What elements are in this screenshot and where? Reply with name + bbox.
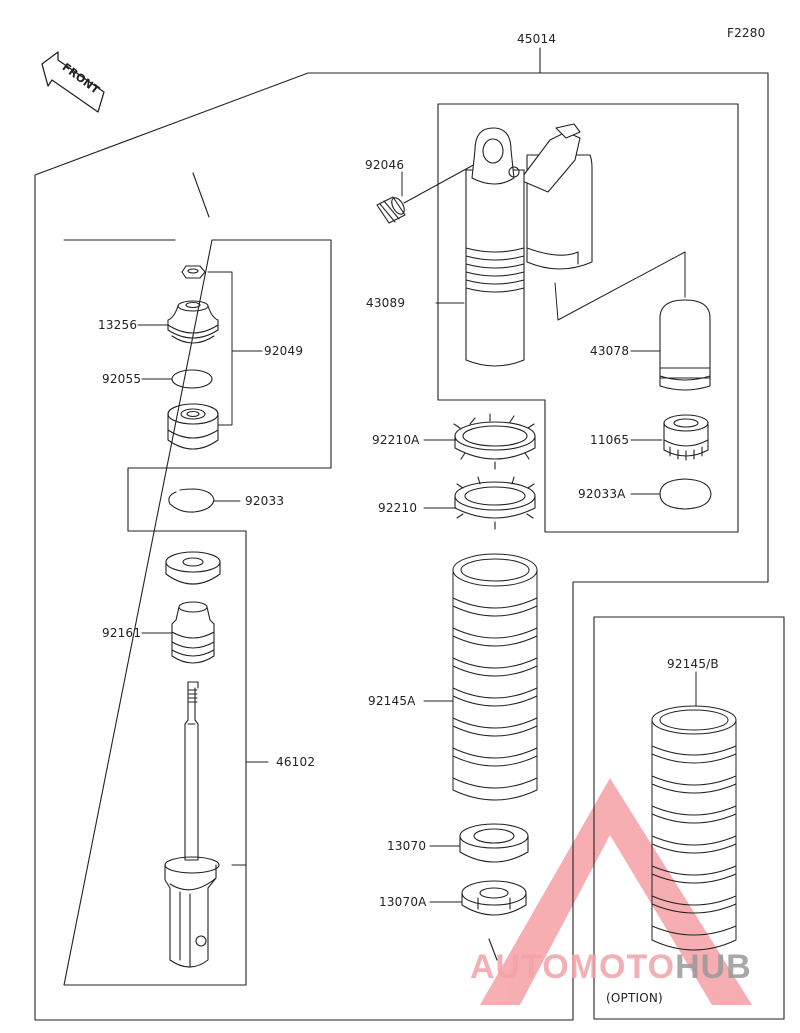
watermark-logo-icon <box>480 778 752 1005</box>
label-13070A: 13070A <box>379 895 427 909</box>
part-11065-cap <box>663 414 709 461</box>
label-43078: 43078 <box>590 344 630 358</box>
part-92210-nut <box>454 476 536 530</box>
label-92145B: 92145/B <box>667 657 719 671</box>
part-92145B-spring <box>651 705 737 951</box>
watermark-brand-part1: AUTOMOTO <box>470 948 676 986</box>
label-13256: 13256 <box>98 318 138 332</box>
label-92046: 92046 <box>365 158 405 172</box>
label-11065: 11065 <box>590 433 630 447</box>
label-13070: 13070 <box>387 839 427 853</box>
label-45014: 45014 <box>517 32 557 46</box>
part-92055-oring <box>171 369 213 389</box>
label-92210: 92210 <box>378 501 418 515</box>
part-92161-bumpstop <box>171 601 215 664</box>
label-92161: 92161 <box>102 626 142 640</box>
part-13256-housing <box>167 300 219 344</box>
label-46102: 46102 <box>276 755 316 769</box>
label-92055: 92055 <box>102 372 142 386</box>
label-92033A: 92033A <box>578 487 626 501</box>
part-92145A-spring <box>452 553 538 801</box>
part-13070A-seat <box>461 880 527 916</box>
part-43078-bladder <box>659 299 711 391</box>
label-43089: 43089 <box>366 296 406 310</box>
diagram-code: F2280 <box>727 26 766 40</box>
part-92210A-nut <box>453 413 536 470</box>
part-92046-bushing <box>376 196 406 224</box>
outer-frame <box>34 72 769 1021</box>
part-43089-shock-body <box>465 123 593 367</box>
leader-lines <box>137 171 697 903</box>
front-arrow-icon <box>41 51 105 113</box>
body-frame <box>437 103 739 533</box>
label-92049: 92049 <box>264 344 304 358</box>
part-nut-top <box>181 265 206 279</box>
label-92145A: 92145A <box>368 694 416 708</box>
watermark-text: AUTOMOTOHUB <box>470 948 752 987</box>
part-46102-rod <box>164 681 220 968</box>
part-92033A-circlip <box>659 478 712 510</box>
label-92210A: 92210A <box>372 433 420 447</box>
watermark-brand-part2: HUB <box>675 948 752 986</box>
option-frame <box>593 616 785 1020</box>
label-92033: 92033 <box>245 494 285 508</box>
part-13070-seat <box>459 823 529 863</box>
left-frame <box>63 239 332 986</box>
part-rod-seat <box>165 551 221 585</box>
part-seal-lower <box>167 403 219 450</box>
option-label: (OPTION) <box>606 991 663 1005</box>
part-92033-circlip <box>168 488 215 513</box>
